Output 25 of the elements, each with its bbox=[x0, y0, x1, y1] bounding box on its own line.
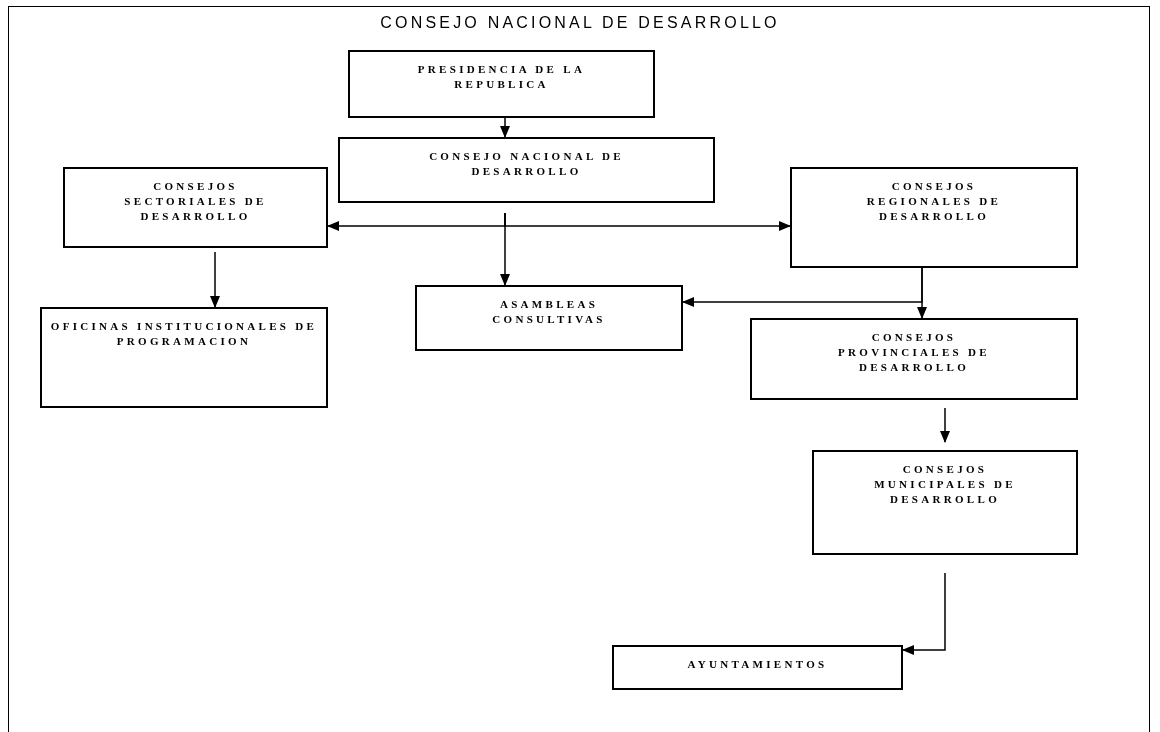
arrow bbox=[902, 572, 946, 655]
arrow bbox=[210, 251, 220, 308]
org-box bbox=[415, 285, 683, 351]
org-box bbox=[790, 167, 1078, 268]
arrow bbox=[500, 117, 510, 138]
arrow bbox=[682, 267, 923, 307]
box-label: AYUNTAMIENTOS bbox=[687, 657, 828, 672]
org-box bbox=[348, 50, 655, 118]
org-box bbox=[338, 137, 715, 203]
box-label: CONSEJOS SECTORIALES DE DESARROLLO bbox=[123, 179, 268, 224]
box-label: CONSEJOS REGIONALES DE DESARROLLO bbox=[865, 179, 1003, 224]
diagram-title: CONSEJO NACIONAL DE DESARROLLO bbox=[379, 13, 781, 33]
org-box bbox=[812, 450, 1078, 555]
box-label: CONSEJOS PROVINCIALES DE DESARROLLO bbox=[837, 330, 991, 375]
org-box bbox=[750, 318, 1078, 400]
box-label: PRESIDENCIA DE LA REPUBLICA bbox=[416, 62, 587, 92]
box-label: ASAMBLEAS CONSULTIVAS bbox=[491, 297, 607, 327]
box-label: OFICINAS INSTITUCIONALES DE PROGRAMACION bbox=[50, 319, 318, 349]
box-label: CONSEJOS MUNICIPALES DE DESARROLLO bbox=[873, 462, 1017, 507]
org-box bbox=[40, 307, 328, 408]
arrow bbox=[500, 212, 510, 286]
arrow bbox=[940, 407, 950, 443]
org-box bbox=[612, 645, 903, 690]
box-label: CONSEJO NACIONAL DE DESARROLLO bbox=[428, 149, 625, 179]
org-box bbox=[63, 167, 328, 248]
